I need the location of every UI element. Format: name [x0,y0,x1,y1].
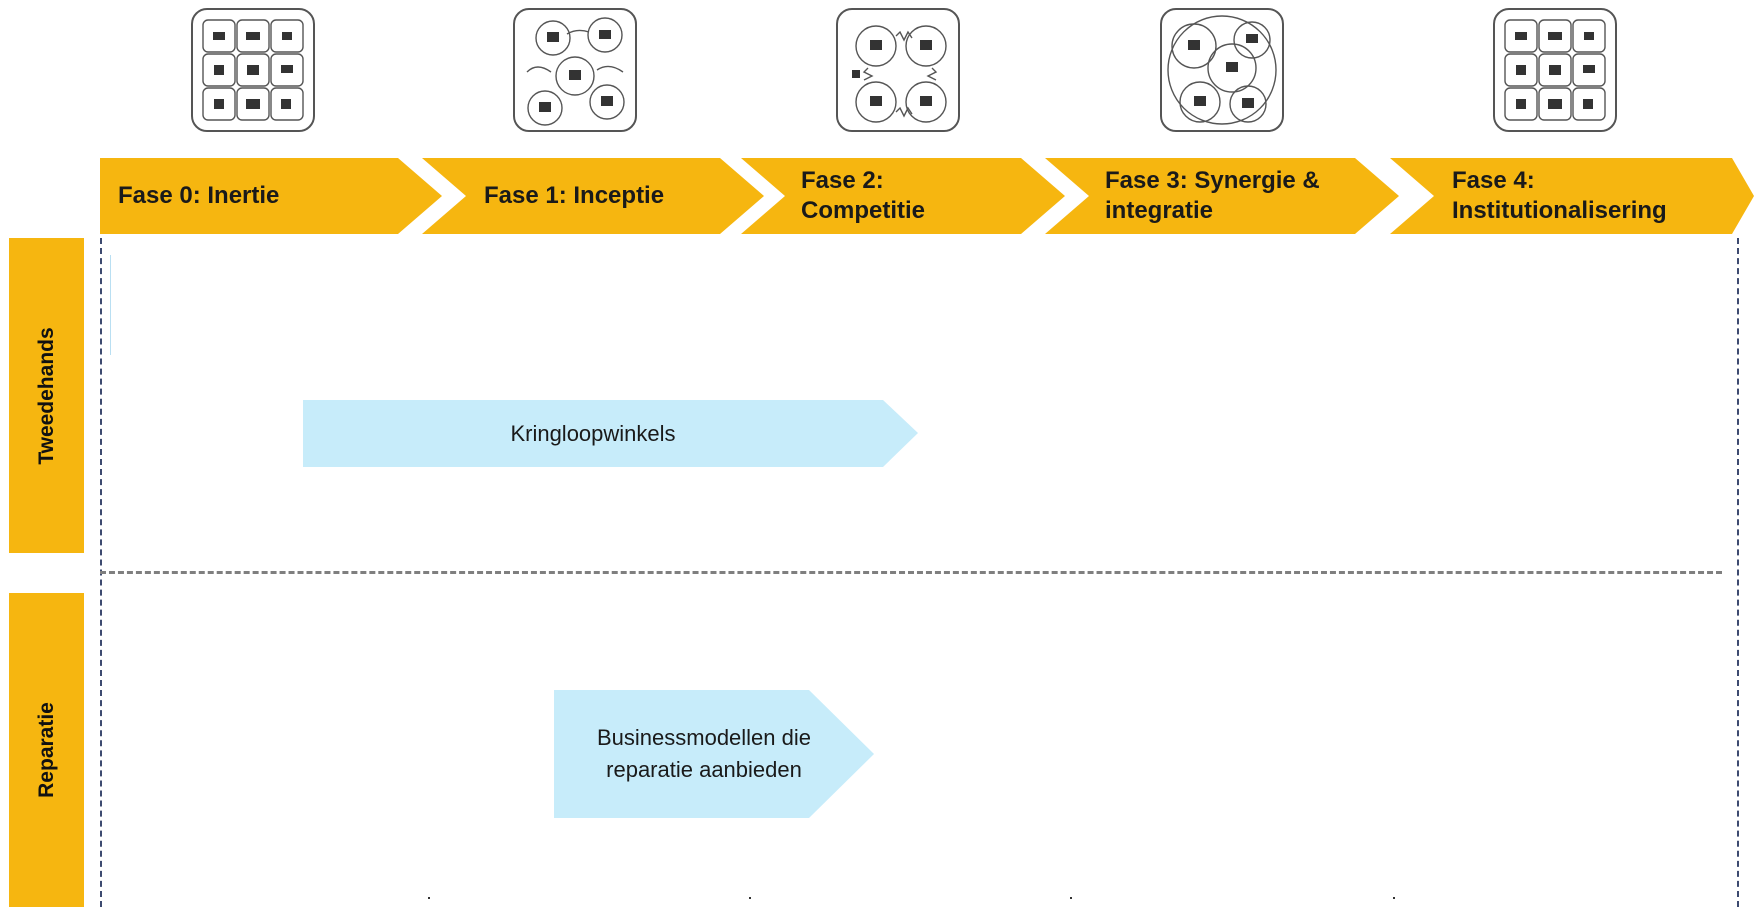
phase-3-chevron: Fase 3: Synergie & integratie [1045,158,1399,234]
phase-4-chevron: Fase 4: Institutionalisering [1390,158,1754,234]
phase-1-icon [513,8,637,132]
phase-2-label: Fase 2: Competitie [801,167,926,224]
tick-mark [749,897,751,899]
phase-2-icon [836,8,960,132]
phase-4-label: Fase 4: Institutionalisering [1452,167,1667,224]
tick-mark [1393,897,1395,899]
kringloopwinkels-bar: Kringloopwinkels [303,400,918,467]
phase-2-chevron: Fase 2: Competitie [741,158,1065,234]
phase-0-icon [191,8,315,132]
scattered-circles-icon [526,17,625,126]
row-label-reparatie-text: Reparatie [34,702,58,798]
right-boundary-line [1737,238,1739,907]
row-label-tweedehands-text: Tweedehands [34,326,58,465]
reparatie-bar-label: Businessmodellen die reparatie aanbieden [596,725,812,782]
faint-marker-line [110,255,111,355]
row-label-reparatie: Reparatie [9,593,84,907]
fragmented-grid-icon [202,19,304,121]
phase-0-label: Fase 0: Inertie [118,182,280,209]
kringloopwinkels-label: Kringloopwinkels [510,420,676,446]
reparatie-bar: Businessmodellen die reparatie aanbieden [554,690,874,818]
row-separator-line [100,571,1722,574]
phase-4-icon [1493,8,1617,132]
institutional-grid-icon [1504,19,1606,121]
tick-mark [428,897,430,899]
phase-0-chevron: Fase 0: Inertie [100,158,442,234]
overlapping-circles-icon [1167,15,1277,125]
row-label-tweedehands: Tweedehands [9,238,84,553]
phase-3-icon [1160,8,1284,132]
phase-3-label: Fase 3: Synergie & integratie [1105,167,1320,224]
phase-1-chevron: Fase 1: Inceptie [422,158,764,234]
tick-mark [1070,897,1072,899]
phase-1-label: Fase 1: Inceptie [484,182,665,209]
competing-circles-icon [852,25,947,123]
